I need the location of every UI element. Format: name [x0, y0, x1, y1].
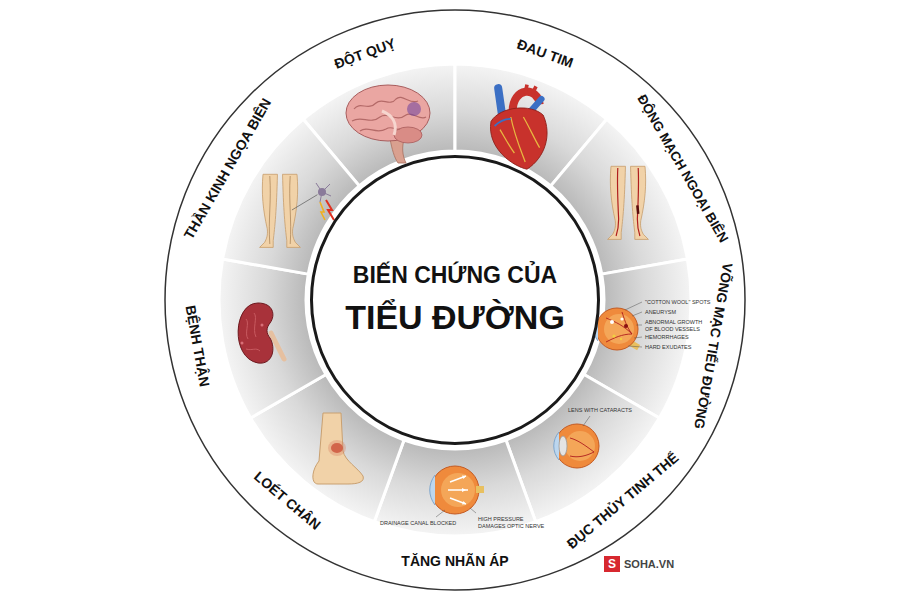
callout-label: ANEURYSM: [645, 309, 676, 316]
cataract-eye-illustration-part: [559, 436, 567, 456]
legs-artery-illustration-part: [636, 205, 639, 214]
callout-label: DRAINAGE CANAL BLOCKED: [380, 520, 456, 527]
kidney-illustration-part: [241, 342, 244, 345]
cataract-eye-illustration: [554, 416, 599, 468]
brain-illustration-part: [407, 102, 421, 116]
center-heading: BIẾN CHỨNG CỦA: [353, 261, 557, 290]
segment-label: ĐAU TIM: [515, 37, 575, 71]
nerve-spark: [316, 183, 334, 220]
retina-eye-illustration-part: [596, 308, 638, 350]
center-circle-outline: [312, 157, 599, 444]
cataract-eye-illustration-part: [565, 431, 595, 461]
legs-nerve-illustration: [260, 174, 318, 247]
heart-illustration-part: [498, 88, 502, 113]
watermark-text: SOHA.VN: [622, 557, 676, 571]
callout-label: HARD EXUDATES: [645, 344, 691, 351]
retina-eye-illustration-part: [625, 302, 642, 347]
legs-artery-illustration-part: [616, 168, 619, 236]
legs-nerve-illustration-part: [292, 195, 318, 210]
heart-illustration-part: [525, 85, 536, 94]
callout-label: "COTTON WOOL" SPOTS: [645, 299, 711, 306]
legs-artery-illustration-part: [637, 168, 640, 236]
brain-illustration: [346, 85, 430, 163]
heart-illustration-part: [491, 108, 548, 169]
legs-artery-illustration: [608, 166, 649, 239]
glaucoma-eye-illustration-part: [476, 486, 484, 493]
nerve-spark-part: [320, 202, 325, 220]
cataract-eye-illustration-part: [570, 438, 594, 457]
outer-ring: [165, 10, 745, 590]
legs-nerve-illustration-part: [260, 174, 278, 247]
center-circle: BIẾN CHỨNG CỦA TIỂU ĐƯỜNG: [310, 155, 600, 445]
segment-label: ĐỘT QUỴ: [333, 36, 398, 72]
kidney-illustration-part: [246, 313, 260, 351]
foot-ulcer-illustration-part: [313, 413, 363, 484]
foot-ulcer-illustration-part: [328, 440, 346, 456]
heart-illustration: [491, 85, 548, 170]
glaucoma-eye-illustration-part: [430, 475, 435, 505]
watermark-logo: S: [604, 556, 620, 572]
retina-eye-illustration-part: [620, 317, 623, 320]
glaucoma-eye-illustration-part: [441, 473, 475, 507]
callout-label: HIGH PRESSURE DAMAGES OPTIC NERVE: [478, 516, 552, 529]
legs-artery-illustration-part: [608, 166, 626, 239]
retina-eye-illustration-part: [620, 338, 622, 340]
segment-wedge: [219, 259, 326, 418]
retina-eye-illustration-part: [612, 334, 615, 337]
cataract-eye-illustration-part: [583, 416, 590, 426]
glaucoma-eye-illustration-part: [436, 508, 476, 517]
callout-label: HEMORRHAGES: [645, 334, 689, 341]
cataract-eye-illustration-part: [554, 432, 559, 460]
segment-label: VÕNG MẠC TIỂU ĐƯỜNG: [691, 261, 735, 429]
glaucoma-eye-illustration: [430, 466, 484, 517]
kidney-illustration-part: [238, 303, 273, 363]
callout-label: LENS WITH CATARACTS: [568, 407, 632, 414]
segment-label: TĂNG NHÃN ÁP: [401, 554, 508, 569]
retina-eye-illustration-part: [610, 320, 614, 324]
retina-eye-illustration-part: [604, 314, 634, 344]
foot-ulcer-illustration: [313, 413, 363, 484]
heart-illustration-part: [500, 117, 540, 162]
glaucoma-eye-illustration-part: [448, 476, 468, 504]
center-text-group: BIẾN CHỨNG CỦA TIỂU ĐƯỜNG: [310, 155, 600, 445]
legs-artery-illustration-part: [631, 166, 649, 239]
callout-label: ABNORMAL GROWTH OF BLOOD VESSELS: [645, 319, 703, 332]
retina-eye-illustration-part: [624, 324, 628, 328]
segment-label: BỆNH THẬN: [182, 304, 211, 388]
brain-illustration-part: [382, 111, 395, 135]
kidney-illustration: [238, 303, 284, 363]
retina-eye-illustration: [594, 302, 643, 350]
glaucoma-eye-illustration-part: [431, 466, 479, 514]
legs-nerve-illustration-part: [269, 176, 290, 244]
retina-eye-illustration-part: [606, 312, 632, 342]
nerve-spark-part: [326, 200, 334, 220]
nerve-spark-part: [316, 183, 331, 202]
center-title: TIỂU ĐƯỜNG: [345, 296, 565, 339]
glaucoma-eye-illustration-part: [462, 476, 466, 505]
kidney-illustration-part: [261, 324, 264, 327]
cataract-eye-illustration-part: [555, 424, 599, 468]
legs-nerve-illustration-part: [283, 174, 301, 247]
heart-illustration-part: [495, 119, 511, 126]
